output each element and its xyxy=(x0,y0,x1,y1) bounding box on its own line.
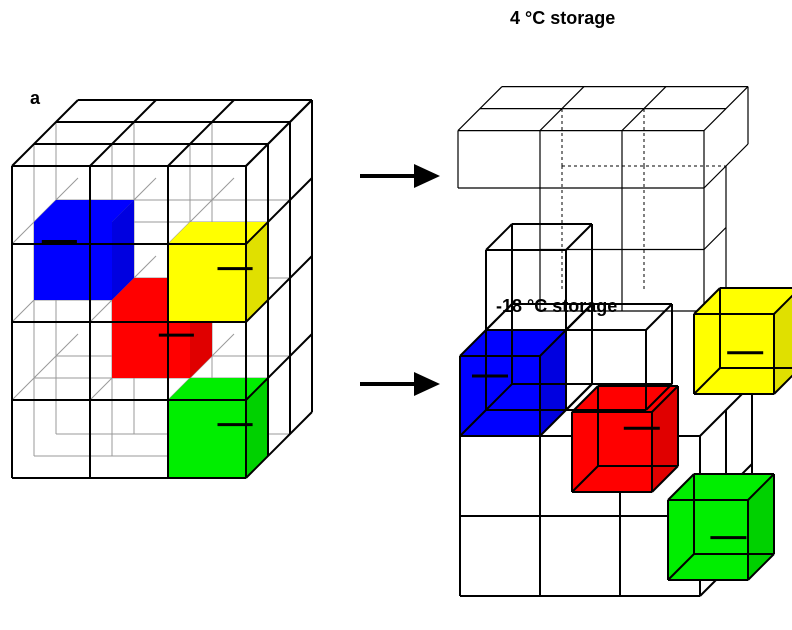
grid-line xyxy=(458,87,502,131)
yellow-cube-side xyxy=(246,222,268,322)
grid-line xyxy=(12,100,78,166)
grid-line xyxy=(460,330,486,356)
grid-line xyxy=(622,87,666,131)
grid-line xyxy=(246,256,312,322)
yellow-cube-front xyxy=(168,244,246,322)
cube-stack-4c xyxy=(458,87,748,311)
grid-line xyxy=(572,386,598,412)
yellow-cube-shade xyxy=(774,296,792,394)
yellow-cube-side xyxy=(774,296,792,394)
grid-line xyxy=(646,304,672,330)
green-cube-front xyxy=(168,400,246,478)
blue-cube-top xyxy=(34,200,134,222)
yellow-cube-top xyxy=(168,222,268,244)
grid-line xyxy=(668,474,694,500)
grid-line xyxy=(652,466,678,492)
grid-line xyxy=(566,304,592,330)
green-cube-side xyxy=(246,378,268,478)
grid-line xyxy=(566,224,592,250)
grid-line xyxy=(748,474,774,500)
grid-line xyxy=(694,288,720,314)
grid-line xyxy=(566,384,592,410)
grid-line xyxy=(540,87,584,131)
green-cube-top xyxy=(168,378,268,400)
blue-cube-shade xyxy=(112,200,134,300)
grid-line xyxy=(540,330,566,356)
yellow-cube-shade xyxy=(246,222,268,322)
left-cube-stack xyxy=(12,100,312,478)
arrow-right-icon xyxy=(360,372,440,396)
title-4c-storage: 4 °C storage xyxy=(510,8,616,28)
grid-line xyxy=(774,288,792,314)
grid-line xyxy=(486,304,512,330)
yellow-cube-top xyxy=(694,288,792,314)
grid-line xyxy=(246,100,312,166)
blue-cube-front xyxy=(34,222,112,300)
grid-line xyxy=(540,410,566,436)
hidden-line xyxy=(12,334,78,400)
grid-line xyxy=(246,178,312,244)
grid-line xyxy=(460,410,486,436)
grid-line xyxy=(704,87,748,131)
grid-line xyxy=(652,386,678,412)
grid-line xyxy=(486,384,512,410)
grid-line xyxy=(774,368,792,394)
green-cube-shade xyxy=(246,378,268,478)
grid-line xyxy=(90,100,156,166)
blue-cube-side xyxy=(112,200,134,300)
grid-line xyxy=(668,554,694,580)
grid-line xyxy=(168,100,234,166)
cube-stack-minus18c xyxy=(460,224,792,596)
grid-line xyxy=(748,554,774,580)
grid-line xyxy=(246,412,312,478)
panel-label: a xyxy=(30,88,41,108)
arrow-right-icon xyxy=(360,164,440,188)
grid-line xyxy=(704,228,726,250)
grid-line xyxy=(246,334,312,400)
grid-line xyxy=(646,384,672,410)
grid-line xyxy=(572,466,598,492)
grid-line xyxy=(486,224,512,250)
grid-line xyxy=(694,368,720,394)
